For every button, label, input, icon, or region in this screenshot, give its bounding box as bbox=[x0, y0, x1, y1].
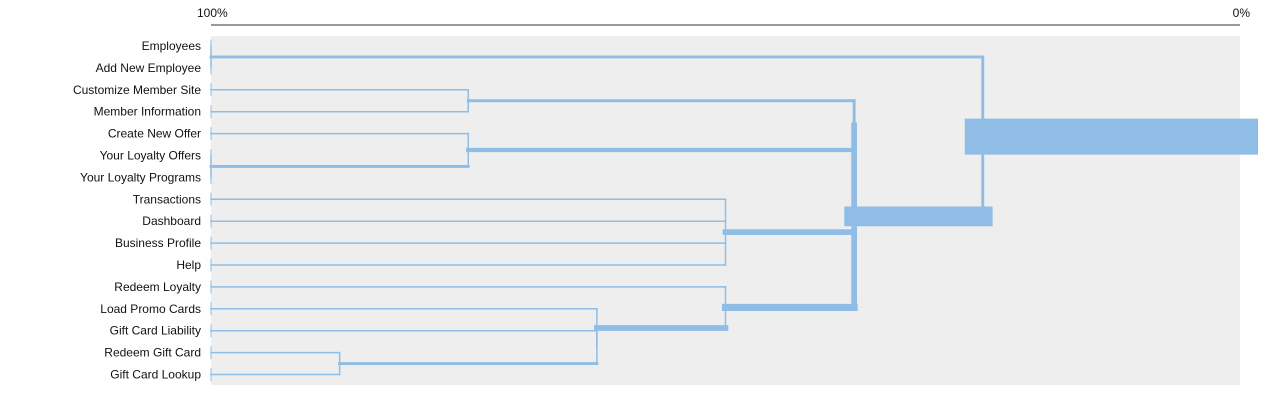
leaf-label: Gift Card Lookup bbox=[110, 368, 201, 382]
leaf-label: Add New Employee bbox=[96, 61, 202, 75]
leaf-label: Redeem Loyalty bbox=[114, 280, 201, 294]
leaf-label: Gift Card Liability bbox=[110, 324, 201, 338]
leaf-label: Load Promo Cards bbox=[100, 302, 201, 316]
leaf-label: Create New Offer bbox=[108, 127, 201, 141]
leaf-label: Transactions bbox=[133, 192, 201, 206]
leaf-label: Customize Member Site bbox=[73, 83, 201, 97]
leaf-label: Member Information bbox=[94, 105, 201, 119]
leaf-label: Redeem Gift Card bbox=[104, 346, 201, 360]
leaf-label: Business Profile bbox=[115, 236, 201, 250]
leaf-label: Your Loyalty Programs bbox=[80, 170, 201, 184]
leaf-label: Your Loyalty Offers bbox=[100, 149, 201, 163]
axis-label-0: 0% bbox=[1233, 6, 1251, 20]
leaf-label: Help bbox=[176, 258, 201, 272]
dendrogram-links bbox=[209, 39, 1258, 381]
axis-label-100: 100% bbox=[197, 6, 228, 20]
leaf-label: Employees bbox=[142, 39, 201, 53]
leaf-label: Dashboard bbox=[142, 214, 201, 228]
